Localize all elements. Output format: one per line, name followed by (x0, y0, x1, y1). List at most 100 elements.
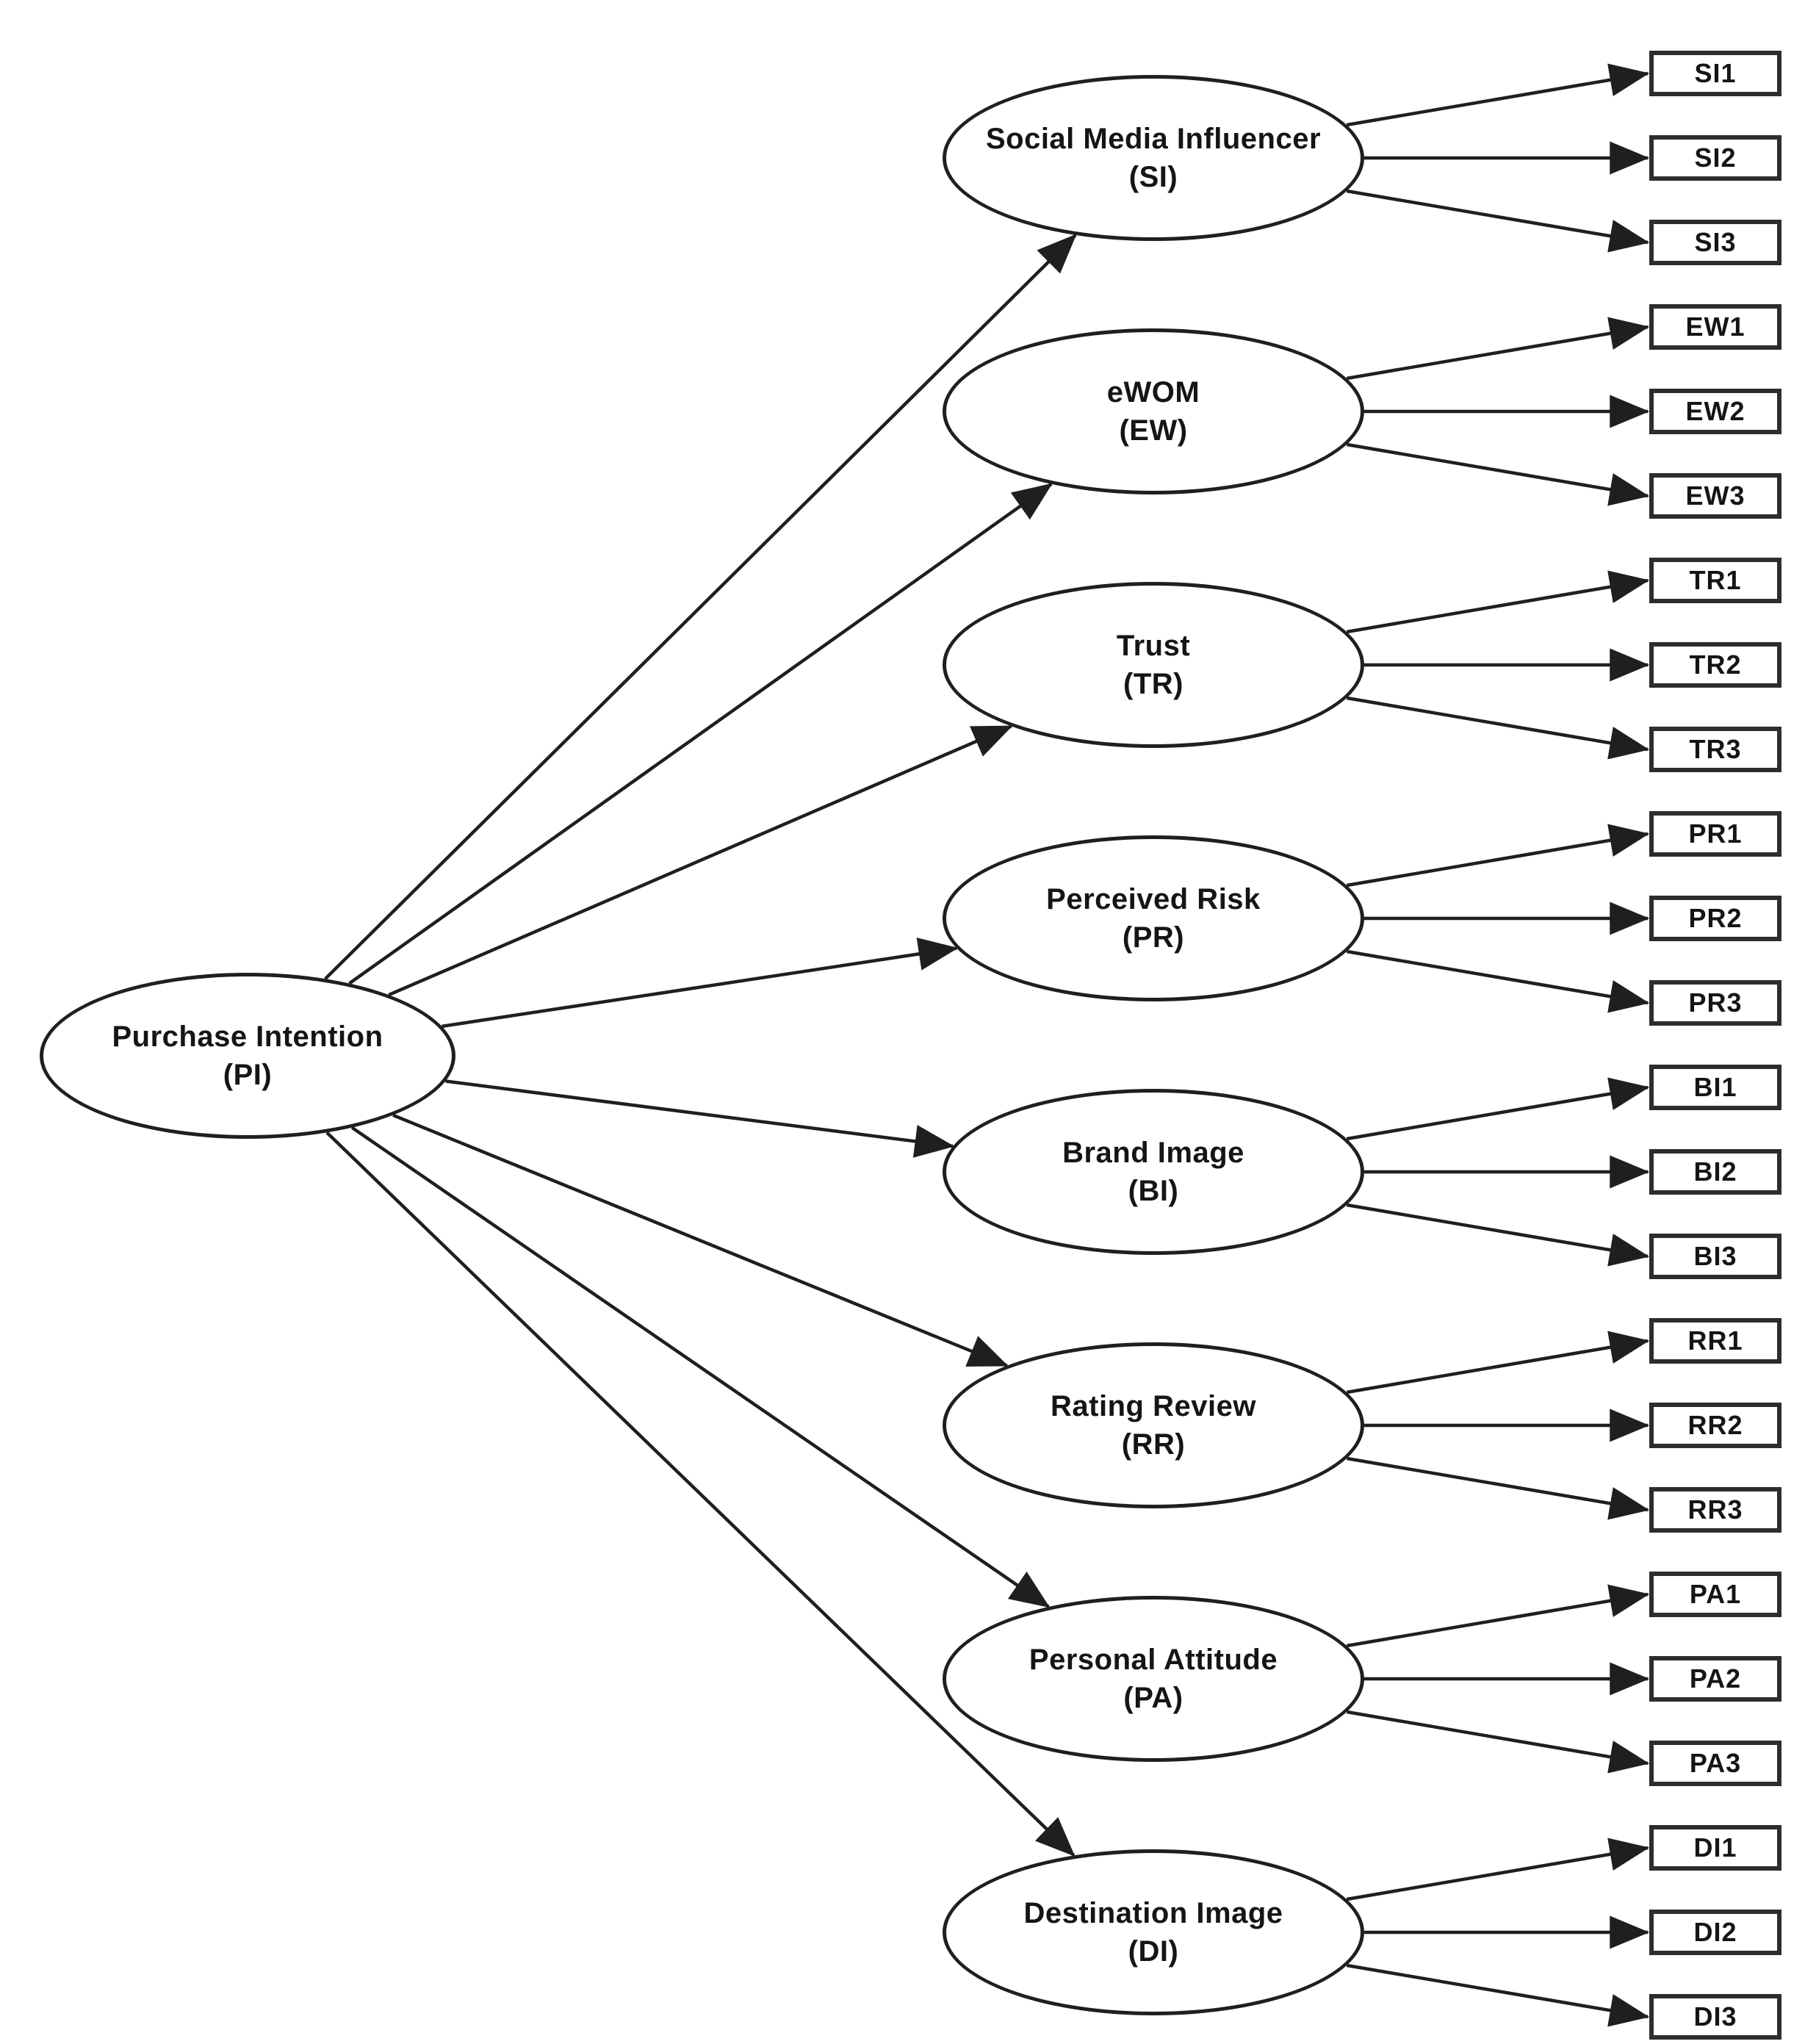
indicator-box-SI2: SI2 (1649, 135, 1781, 181)
arrow-PR-PR3 (1346, 949, 1650, 1013)
indicator-label: SI1 (1694, 58, 1737, 88)
indicator-label: EW1 (1685, 312, 1745, 342)
arrow-EW-EW3 (1346, 442, 1650, 506)
indicator-box-DI1: DI1 (1649, 1825, 1781, 1871)
indicator-label: RR2 (1687, 1410, 1743, 1440)
latent-node-code: (PA) (1123, 1682, 1183, 1714)
arrow-PA-PA1 (1346, 1584, 1650, 1648)
latent-node-code: (PI) (223, 1059, 273, 1091)
indicator-box-PR3: PR3 (1649, 980, 1781, 1026)
arrow-RR-RR1 (1346, 1331, 1650, 1395)
indicator-box-PA1: PA1 (1649, 1572, 1781, 1617)
indicator-box-DI2: DI2 (1649, 1910, 1781, 1955)
indicator-label: TR1 (1689, 565, 1742, 595)
indicator-label: BI2 (1693, 1156, 1737, 1187)
arrow-PI-EW (348, 483, 1053, 985)
indicator-label: DI1 (1693, 1832, 1737, 1863)
latent-node-label: eWOM (1106, 376, 1200, 409)
indicator-box-TR3: TR3 (1649, 727, 1781, 772)
indicator-box-TR2: TR2 (1649, 642, 1781, 688)
arrow-BI-BI3 (1346, 1203, 1650, 1267)
latent-node-DI: Destination Image (DI) (943, 1849, 1364, 2015)
indicator-label: TR3 (1689, 734, 1742, 764)
indicator-box-PR2: PR2 (1649, 896, 1781, 941)
latent-node-code: (DI) (1128, 1935, 1179, 1968)
indicator-box-PR1: PR1 (1649, 811, 1781, 857)
arrow-PI-SI (324, 234, 1077, 980)
latent-node-label: Brand Image (1062, 1137, 1244, 1169)
latent-node-label: Perceived Risk (1046, 883, 1261, 915)
indicator-box-RR2: RR2 (1649, 1403, 1781, 1448)
indicator-box-SI3: SI3 (1649, 220, 1781, 265)
indicator-label: DI2 (1693, 1917, 1737, 1947)
indicator-label: PA2 (1689, 1663, 1742, 1694)
indicator-box-RR3: RR3 (1649, 1487, 1781, 1533)
arrow-DI-DI3 (1346, 1963, 1650, 2027)
arrow-PI-BI (445, 1079, 955, 1158)
latent-node-label: Purchase Intention (112, 1021, 383, 1053)
latent-node-RR: Rating Review (RR) (943, 1342, 1364, 1508)
arrow-TR-TR1 (1346, 570, 1650, 634)
latent-node-PR: Perceived Risk (PR) (943, 835, 1364, 1001)
arrow-PR-PR1 (1346, 824, 1650, 888)
latent-node-label: Rating Review (1051, 1390, 1256, 1422)
indicator-box-DI3: DI3 (1649, 1994, 1781, 2040)
indicator-label: BI1 (1693, 1072, 1737, 1102)
indicator-box-RR1: RR1 (1649, 1318, 1781, 1364)
indicator-box-SI1: SI1 (1649, 51, 1781, 96)
indicator-box-EW3: EW3 (1649, 473, 1781, 519)
latent-node-code: (PR) (1122, 921, 1185, 954)
indicator-label: PA1 (1689, 1579, 1742, 1609)
indicator-label: RR1 (1687, 1325, 1743, 1356)
latent-node-code: (EW) (1119, 414, 1188, 447)
latent-node-TR: Trust (TR) (943, 582, 1364, 748)
latent-node-label: Destination Image (1023, 1897, 1283, 1929)
indicator-label: RR3 (1687, 1494, 1743, 1525)
indicator-label: SI2 (1694, 143, 1737, 173)
latent-node-label: Trust (1116, 630, 1191, 662)
arrow-PI-TR (388, 724, 1013, 997)
latent-node-code: (BI) (1128, 1175, 1179, 1207)
arrow-RR-RR3 (1346, 1456, 1650, 1520)
latent-node-PI: Purchase Intention (PI) (40, 973, 455, 1139)
arrow-TR-TR3 (1346, 696, 1650, 760)
arrow-DI-DI1 (1346, 1838, 1650, 1901)
indicator-label: PA3 (1689, 1748, 1742, 1778)
indicator-label: DI3 (1693, 2001, 1737, 2032)
arrow-PI-PR (442, 938, 959, 1029)
indicator-label: BI3 (1693, 1241, 1737, 1271)
latent-node-code: (TR) (1123, 668, 1183, 700)
indicator-box-TR1: TR1 (1649, 558, 1781, 603)
indicator-label: EW3 (1685, 481, 1745, 511)
indicator-label: SI3 (1694, 227, 1737, 257)
indicator-label: PR2 (1688, 903, 1743, 933)
latent-node-BI: Brand Image (BI) (943, 1089, 1364, 1255)
indicator-label: EW2 (1685, 396, 1745, 426)
arrow-SI-SI1 (1346, 63, 1650, 127)
indicator-box-EW2: EW2 (1649, 389, 1781, 434)
indicator-label: PR3 (1688, 987, 1743, 1018)
arrow-SI-SI3 (1346, 189, 1650, 253)
latent-node-code: (RR) (1121, 1428, 1186, 1461)
arrow-BI-BI1 (1346, 1077, 1650, 1141)
indicator-box-BI1: BI1 (1649, 1065, 1781, 1110)
arrow-PI-DI (325, 1131, 1076, 1857)
latent-node-label: Personal Attitude (1028, 1644, 1278, 1676)
latent-node-label: Social Media Influencer (985, 123, 1322, 155)
indicator-label: PR1 (1688, 818, 1743, 849)
indicator-label: TR2 (1689, 649, 1742, 680)
arrow-PI-PA (350, 1126, 1051, 1608)
latent-node-EW: eWOM (EW) (943, 328, 1364, 494)
indicator-box-BI2: BI2 (1649, 1149, 1781, 1195)
indicator-box-BI3: BI3 (1649, 1234, 1781, 1279)
indicator-box-PA3: PA3 (1649, 1741, 1781, 1786)
indicator-box-EW1: EW1 (1649, 304, 1781, 350)
arrow-EW-EW1 (1346, 317, 1650, 381)
latent-node-code: (SI) (1128, 161, 1178, 193)
indicator-box-PA2: PA2 (1649, 1656, 1781, 1702)
arrow-PA-PA3 (1346, 1710, 1650, 1774)
latent-node-SI: Social Media Influencer (SI) (943, 75, 1364, 241)
latent-node-PA: Personal Attitude (PA) (943, 1596, 1364, 1762)
